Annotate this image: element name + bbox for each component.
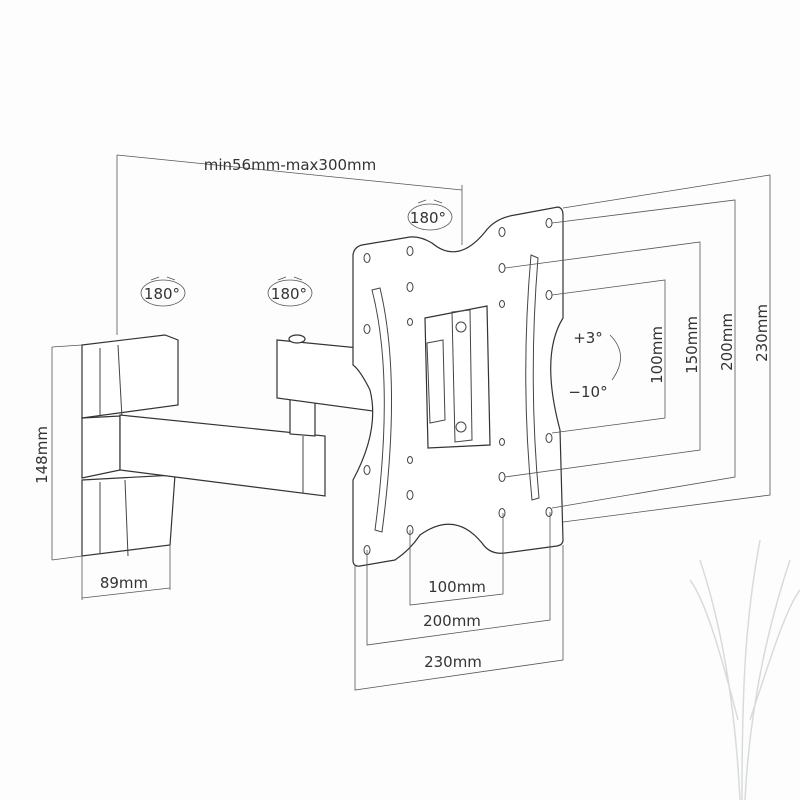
vesa-vertical-230-label: 230mm [753, 304, 771, 362]
rotation-label-wall: 180° [144, 285, 180, 303]
wall-plate-width-label: 89mm [100, 574, 148, 592]
vesa-horizontal-dimensions: 100mm 200mm 230mm [354, 512, 564, 691]
tilt-up-label: +3° [573, 329, 603, 347]
rotation-badge-wall: 180° [140, 276, 186, 307]
mounting-holes [363, 218, 553, 555]
tilt-indicator: +3° −10° [568, 329, 621, 401]
vesa-vertical-100-label: 100mm [648, 326, 666, 384]
plant-decoration [689, 539, 800, 800]
rotation-label-arm: 180° [271, 285, 307, 303]
vesa-horizontal-230-label: 230mm [424, 653, 482, 671]
wall-plate-width-dimension: 89mm [81, 545, 171, 600]
vesa-plate [352, 206, 564, 567]
vesa-vertical-200-label: 200mm [718, 313, 736, 371]
vesa-vertical-dimensions: 100mm 150mm 200mm 230mm [504, 174, 771, 523]
wall-plate-height-label: 148mm [33, 426, 51, 484]
wall-plate [81, 334, 179, 557]
rotation-label-plate: 180° [410, 209, 446, 227]
vesa-vertical-150-label: 150mm [683, 316, 701, 374]
vesa-horizontal-100-label: 100mm [428, 578, 486, 596]
rotation-badge-arm: 180° [267, 276, 313, 307]
tilt-down-label: −10° [568, 383, 607, 401]
rotation-badge-plate: 180° [407, 199, 453, 231]
vesa-horizontal-200-label: 200mm [423, 612, 481, 630]
reach-dimension: min56mm-max300mm [116, 154, 463, 335]
wall-plate-height-dimension: 148mm [33, 344, 83, 561]
reach-label: min56mm-max300mm [204, 156, 377, 174]
